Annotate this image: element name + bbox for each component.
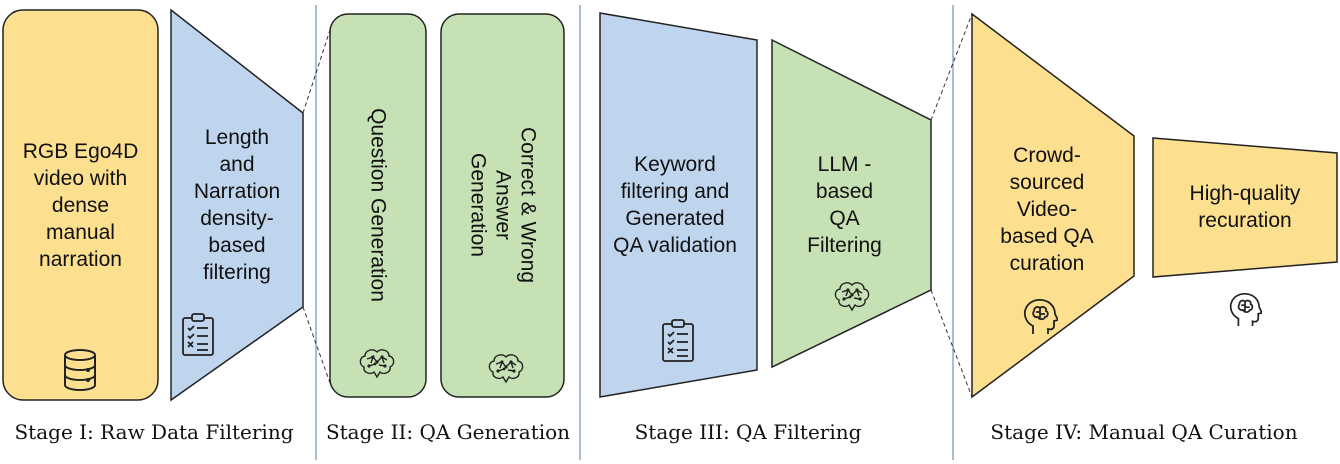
answer-generation-box — [440, 13, 565, 398]
ai-brain-icon — [834, 282, 870, 312]
ai-brain-icon — [359, 349, 395, 379]
ai-brain-icon — [488, 354, 524, 384]
recuration-label: High-quality recuration — [1189, 182, 1301, 232]
llm-filter-label: LLM - based QA Filtering — [807, 153, 882, 257]
crowd-curation-label: Crowd- sourced Video- based QA curation — [1000, 144, 1094, 275]
stage4-title: Stage IV: Manual QA Curation — [990, 420, 1298, 444]
keyword-filter-label: Keyword filtering and Generated QA valid… — [613, 153, 737, 257]
human-head-brain-icon — [1023, 298, 1058, 334]
connector-dashed — [930, 13, 973, 121]
connector-dashed — [930, 289, 973, 398]
crowd-curation-trapezoid — [971, 12, 1135, 399]
length-filter-label: Length and Narration density- based filt… — [193, 126, 281, 284]
human-head-brain-icon — [1229, 292, 1262, 327]
clipboard-checklist-icon — [662, 319, 694, 362]
video-box — [2, 9, 159, 401]
question-generation-label: Question Generation — [366, 108, 390, 302]
stage2-title: Stage II: QA Generation — [325, 420, 571, 444]
stage1-title: Stage I: Raw Data Filtering — [14, 420, 294, 444]
recuration-trapezoid — [1152, 137, 1338, 278]
length-filter-trapezoid — [170, 8, 304, 402]
database-icon — [64, 349, 96, 391]
stage3-title: Stage III: QA Filtering — [634, 420, 862, 444]
clipboard-checklist-icon — [182, 313, 214, 356]
llm-filter-trapezoid — [771, 38, 932, 369]
connector-dashed — [302, 29, 331, 114]
keyword-filter-trapezoid — [599, 12, 758, 398]
question-generation-box — [329, 13, 427, 398]
video-box-label: RGB Ego4D video with dense manual narrat… — [22, 140, 139, 271]
answer-generation-label: Correct & Wrong Answer Generation — [466, 127, 540, 283]
